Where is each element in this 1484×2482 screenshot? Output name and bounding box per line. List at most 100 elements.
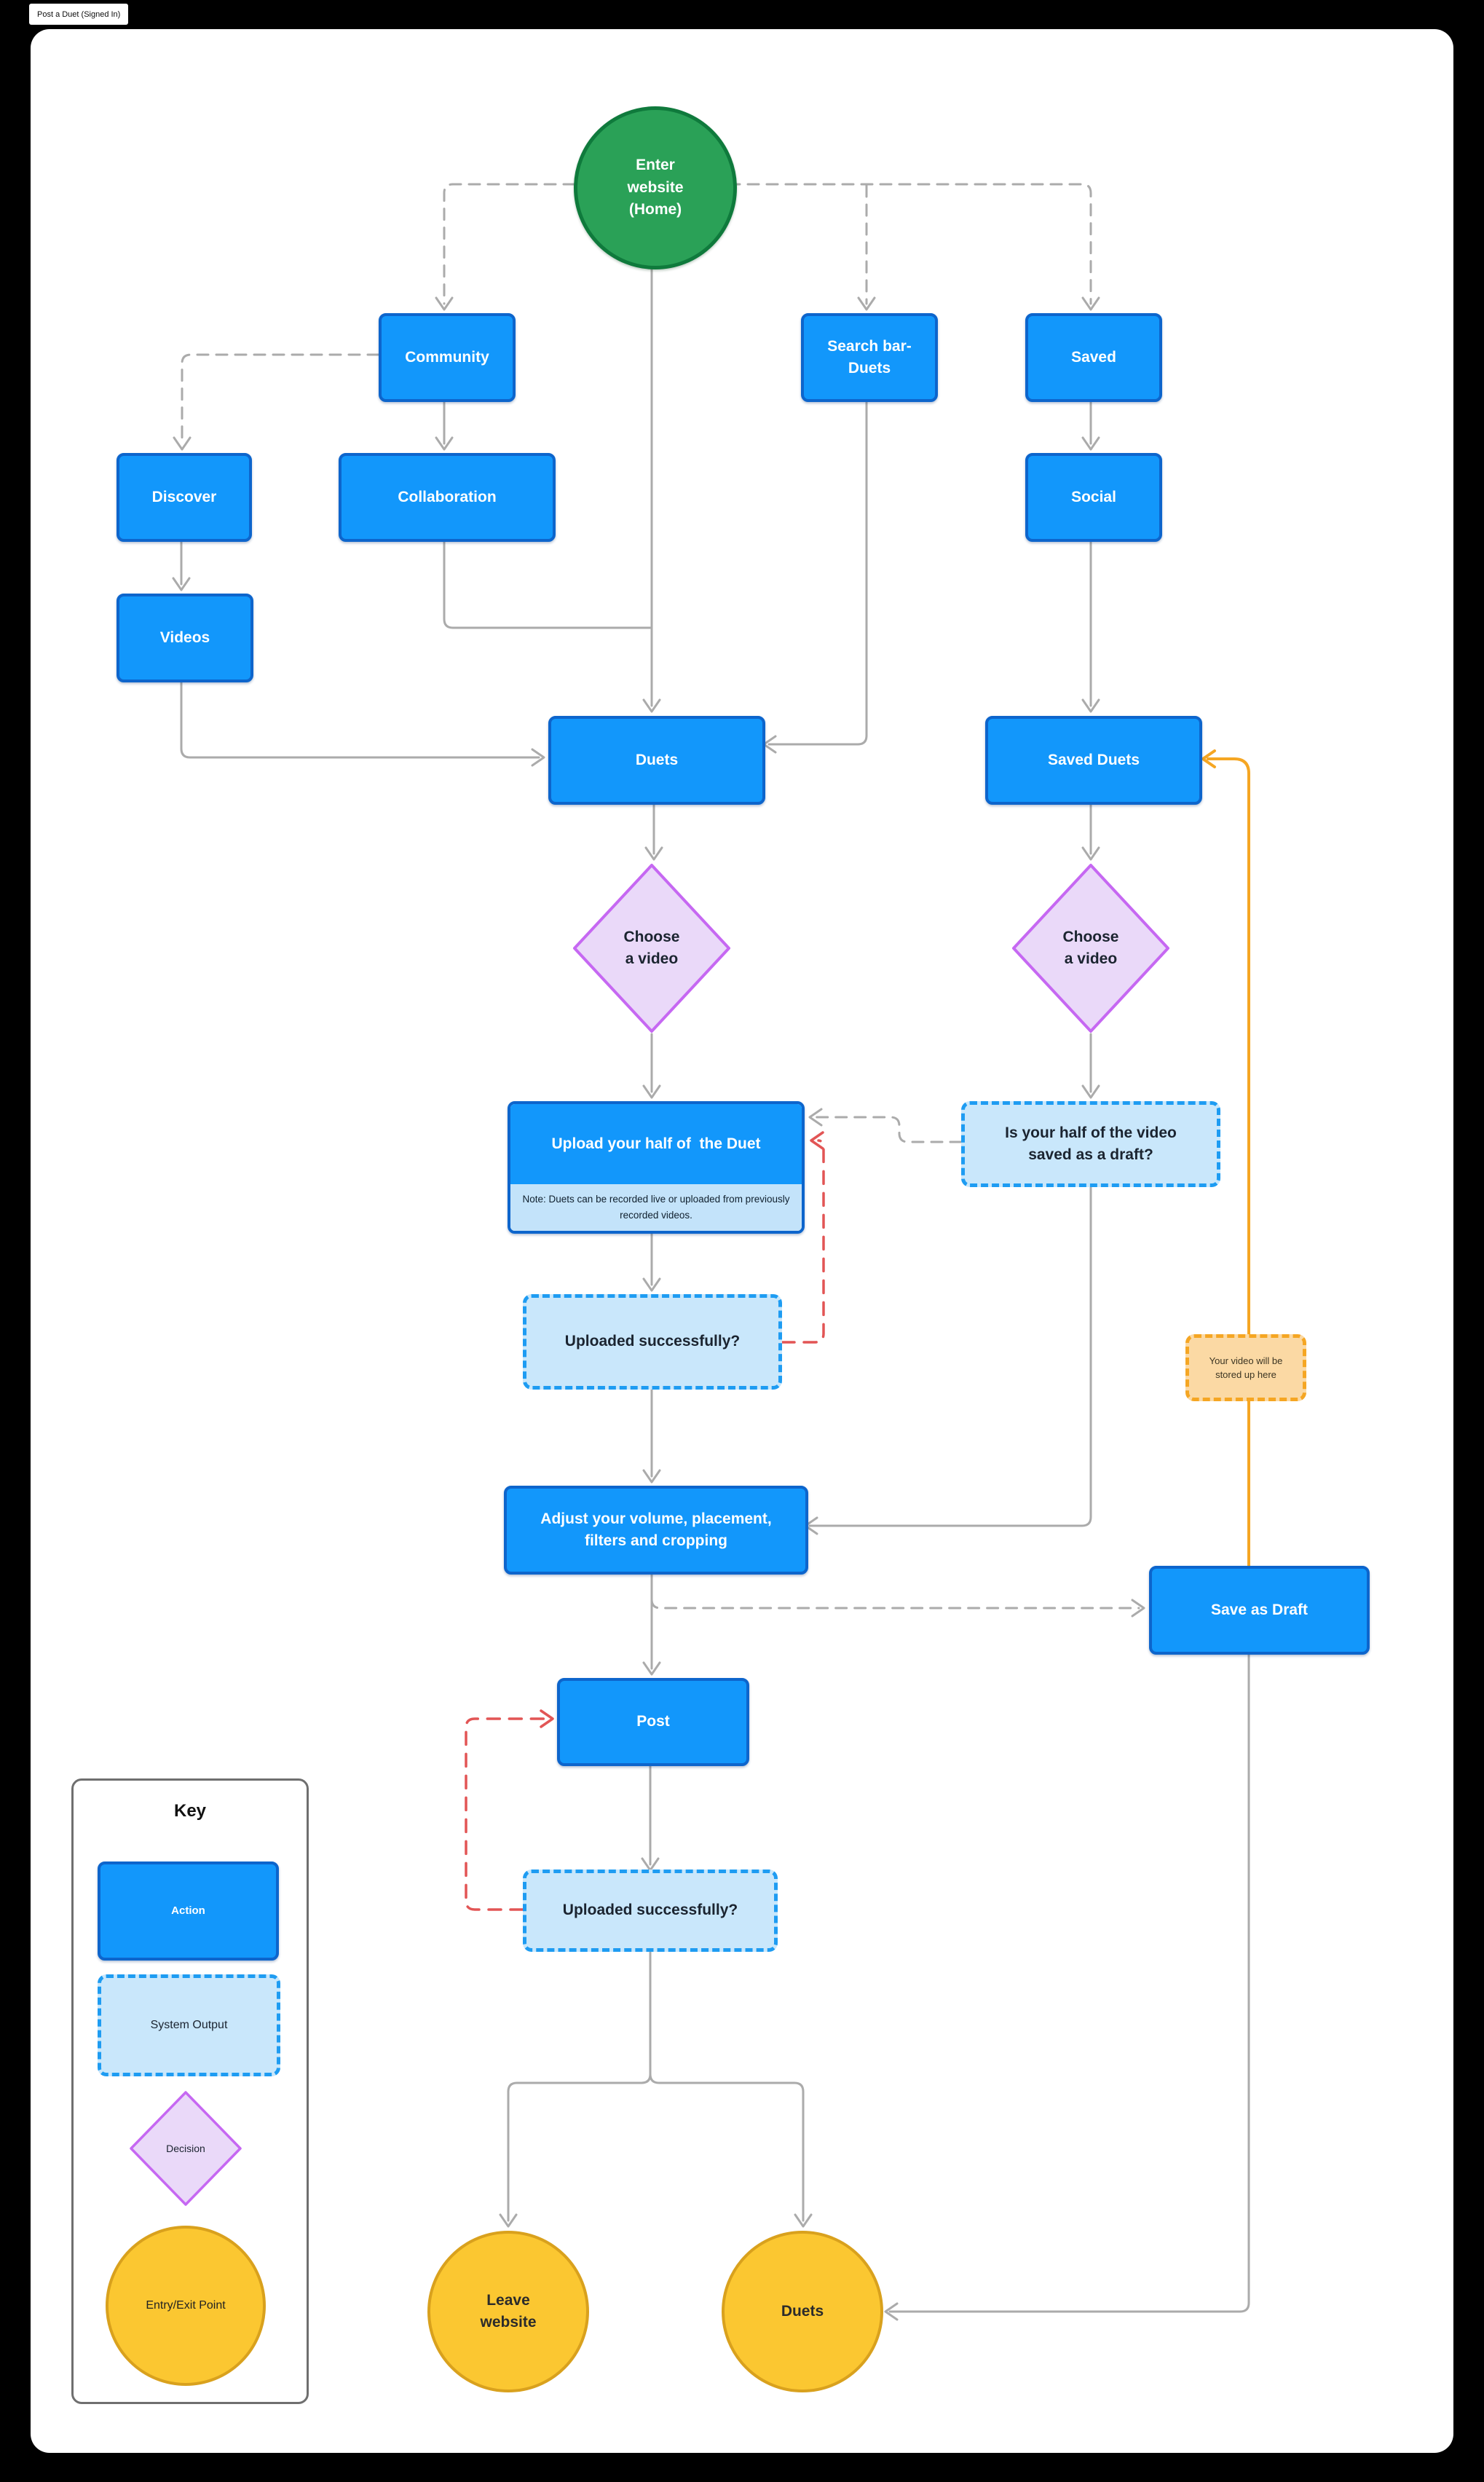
edge-enter-to-community-dashed (443, 183, 576, 305)
key-title: Key (173, 1801, 207, 1821)
node-label: Uploaded successfully? (564, 1333, 741, 1350)
arrow-into-social (1081, 436, 1100, 451)
arrow-red-into-upload (810, 1131, 824, 1150)
node-label: Upload your half of the Duet (551, 1135, 761, 1152)
upload-half-note: Note: Duets can be recorded live or uplo… (510, 1184, 802, 1231)
arrow-into-diamond-right (1081, 846, 1100, 861)
arrow-into-videos (172, 577, 191, 591)
arrow-into-duetsexit-top (794, 2213, 813, 2228)
key-swatch-entry-exit[interactable]: Entry/Exit Point (106, 2226, 266, 2386)
arrow-into-ishalf (1081, 1084, 1100, 1099)
arrow-into-searchbar (857, 296, 876, 311)
node-post[interactable]: Post (557, 1678, 749, 1766)
edge-videos-to-duets (180, 675, 540, 759)
node-choose-video-right[interactable]: Choose a video (1011, 862, 1171, 1034)
node-label: Discover (151, 488, 217, 505)
edge-adjust-to-saveasdraft-dashed (650, 1598, 1140, 1610)
node-label: Duets (781, 2302, 824, 2320)
key-item-label: Entry/Exit Point (146, 2299, 226, 2312)
node-duets[interactable]: Duets (548, 716, 765, 805)
node-search-bar-duets[interactable]: Search bar- Duets (801, 313, 938, 402)
node-label: Collaboration (398, 488, 497, 505)
edge-saveasdraft-to-savedduets-orange (1207, 757, 1250, 1567)
board-title: Post a Duet (Signed In) (37, 9, 121, 19)
node-saved-duets[interactable]: Saved Duets (985, 716, 1202, 805)
arrow-into-duetsexit-right (884, 2302, 899, 2321)
node-save-as-draft[interactable]: Save as Draft (1149, 1566, 1370, 1655)
node-label: Choose a video (623, 928, 680, 967)
key-swatch-system-output[interactable]: System Output (98, 1974, 280, 2076)
edge-saveasdraft-to-duetsexit (888, 1648, 1250, 2313)
arrow-into-discover (173, 436, 192, 451)
edge-ishalf-to-adjust (808, 1186, 1092, 1527)
arrow-dashed-into-upload (808, 1108, 823, 1127)
arrow-into-diamond-left (644, 846, 663, 861)
node-uploaded-successfully-2[interactable]: Uploaded successfully? (523, 1870, 778, 1952)
node-discover[interactable]: Discover (117, 453, 252, 542)
edge-collaboration-merge (443, 535, 653, 629)
key-item-label: System Output (150, 2019, 228, 2032)
node-adjust-volume[interactable]: Adjust your volume, placement, filters a… (504, 1486, 808, 1575)
key-swatch-action[interactable]: Action (98, 1862, 279, 1961)
arrow-into-savedduets-top (1081, 698, 1100, 713)
node-label: Post (636, 1713, 670, 1730)
node-label: Adjust your volume, placement, filters a… (540, 1510, 772, 1549)
edge-uploaded2-split-right (649, 2073, 805, 2222)
edge-enter-to-saved-dashed (727, 183, 1092, 305)
node-label: Is your half of the video saved as a dra… (1005, 1124, 1177, 1163)
node-video-stored-note[interactable]: Your video will be stored up here (1185, 1334, 1306, 1401)
node-label: Saved Duets (1047, 751, 1140, 768)
arrow-red-into-post (540, 1709, 554, 1728)
node-uploaded-successfully-1[interactable]: Uploaded successfully? (523, 1294, 782, 1390)
arrow-into-saveasdraft (1131, 1599, 1145, 1618)
node-collaboration[interactable]: Collaboration (339, 453, 556, 542)
node-label: Videos (159, 629, 210, 646)
upload-half-title: Upload your half of the Duet (510, 1104, 802, 1184)
edge-community-to-discover-dashed (181, 353, 380, 445)
node-leave-website[interactable]: Leave website (427, 2231, 589, 2392)
arrow-into-upload (642, 1084, 661, 1099)
node-label: Uploaded successfully? (562, 1902, 738, 1919)
arrow-into-uploaded1 (642, 1277, 661, 1292)
key-swatch-decision[interactable]: Decision (129, 2090, 242, 2207)
key-item-label: Decision (166, 2142, 205, 2154)
decision-diamond-shape (130, 2091, 242, 2206)
edge-ishalf-to-upload-dashed (813, 1116, 963, 1143)
node-choose-video-left[interactable]: Choose a video (572, 862, 732, 1034)
arrow-into-leavewebsite (499, 2213, 518, 2228)
arrow-into-adjust-top (642, 1469, 661, 1484)
edge-uploaded2-split-left (507, 1950, 652, 2222)
node-community[interactable]: Community (379, 313, 516, 402)
arrow-into-collaboration (435, 436, 454, 451)
node-label: Social (1071, 488, 1116, 505)
arrow-orange-into-savedduets (1201, 749, 1216, 768)
node-duets-exit[interactable]: Duets (722, 2231, 883, 2392)
edge-uploaded1-retry-red (781, 1139, 825, 1344)
key-legend: Key Action System Output Decision Entry/… (71, 1778, 309, 2404)
edge-uploaded2-retry-red (465, 1717, 549, 1911)
node-label: Leave website (480, 2291, 537, 2331)
arrow-into-post-top (642, 1661, 661, 1676)
board-title-tab[interactable]: Post a Duet (Signed In) (29, 4, 129, 25)
note-text: Note: Duets can be recorded live or uplo… (522, 1194, 790, 1221)
key-item-label: Action (171, 1904, 205, 1918)
node-label: Choose a video (1062, 928, 1119, 967)
note-text: Your video will be stored up here (1209, 1355, 1283, 1381)
arrow-into-duets-left (531, 748, 545, 767)
node-upload-half[interactable]: Upload your half of the Duet Note: Duets… (508, 1101, 805, 1234)
arrow-into-duets-top (642, 698, 661, 713)
decision-diamond-shape (1012, 864, 1169, 1033)
node-videos[interactable]: Videos (117, 594, 253, 682)
arrow-into-saved (1081, 296, 1100, 311)
node-social[interactable]: Social (1025, 453, 1162, 542)
node-enter-website[interactable]: Enter website (Home) (574, 106, 737, 269)
node-label: Search bar- Duets (827, 337, 912, 377)
node-saved[interactable]: Saved (1025, 313, 1162, 402)
node-label: Save as Draft (1210, 1601, 1309, 1618)
node-label: Community (405, 348, 489, 366)
node-label: Saved (1071, 348, 1116, 366)
node-is-half-saved-draft[interactable]: Is your half of the video saved as a dra… (961, 1101, 1220, 1187)
node-label: Duets (635, 751, 679, 768)
